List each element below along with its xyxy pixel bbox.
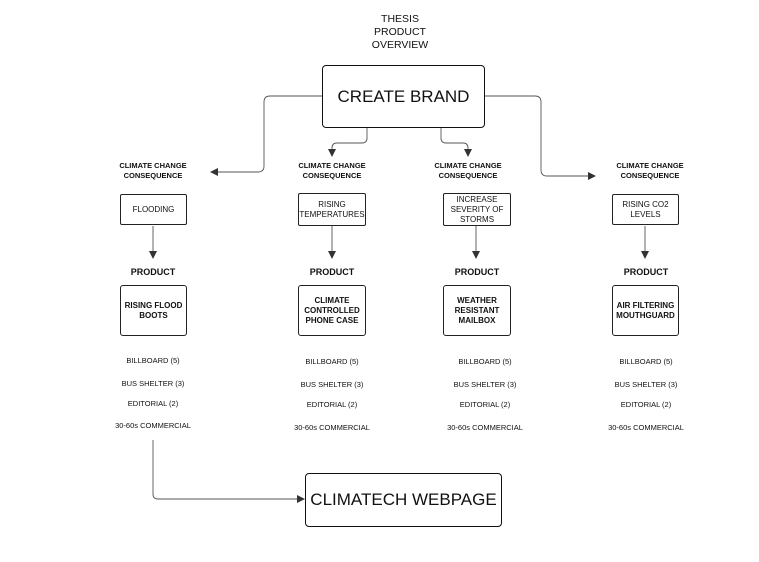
- media-item: 30-60s COMMERCIAL: [115, 421, 191, 430]
- product-rising-flood-boots-node: RISING FLOOD BOOTS: [120, 285, 187, 336]
- consequence-rising-co2-node: RISING CO2 LEVELS: [612, 194, 679, 225]
- media-item: BILLBOARD (5): [619, 357, 673, 366]
- media-item: EDITORIAL (2): [306, 400, 358, 409]
- consequence-storms-node: INCREASE SEVERITY OF STORMS: [443, 193, 511, 226]
- connector-brand-to-col2: [328, 128, 368, 157]
- consequence-rising-temperatures-node: RISING TEMPERATURES: [298, 193, 366, 226]
- product-header-1: PRODUCT: [130, 267, 176, 277]
- consequence-header-3: CLIMATE CHANGE CONSEQUENCE: [434, 161, 502, 180]
- media-item: BILLBOARD (5): [458, 357, 512, 366]
- climatech-webpage-node: CLIMATECH WEBPAGE: [305, 473, 502, 527]
- product-header-4: PRODUCT: [623, 267, 669, 277]
- consequence-flooding-node: FLOODING: [120, 194, 187, 225]
- media-item: BUS SHELTER (3): [614, 380, 678, 389]
- media-item: EDITORIAL (2): [459, 400, 511, 409]
- media-item: BILLBOARD (5): [305, 357, 359, 366]
- media-item: BUS SHELTER (3): [300, 380, 364, 389]
- consequence-header-2: CLIMATE CHANGE CONSEQUENCE: [298, 161, 366, 180]
- media-item: BUS SHELTER (3): [453, 380, 517, 389]
- media-item: 30-60s COMMERCIAL: [294, 423, 370, 432]
- product-header-2: PRODUCT: [309, 267, 355, 277]
- connector-brand-to-col4: [485, 95, 596, 180]
- media-item: BUS SHELTER (3): [121, 379, 185, 388]
- create-brand-node: CREATE BRAND: [322, 65, 485, 128]
- connector-brand-to-col3: [440, 128, 472, 157]
- media-item: EDITORIAL (2): [620, 400, 672, 409]
- product-weather-resistant-mailbox-node: WEATHER RESISTANT MAILBOX: [443, 285, 511, 336]
- product-climate-controlled-phone-case-node: CLIMATE CONTROLLED PHONE CASE: [298, 285, 366, 336]
- consequence-header-4: CLIMATE CHANGE CONSEQUENCE: [616, 161, 684, 180]
- media-item: BILLBOARD (5): [126, 356, 180, 365]
- media-item: EDITORIAL (2): [127, 399, 179, 408]
- media-item: 30-60s COMMERCIAL: [608, 423, 684, 432]
- media-item: 30-60s COMMERCIAL: [447, 423, 523, 432]
- product-air-filtering-mouthguard-node: AIR FILTERING MOUTHGUARD: [612, 285, 679, 336]
- connector-brand-to-col1: [210, 95, 322, 176]
- diagram-title: THESIS PRODUCT OVERVIEW: [371, 13, 429, 51]
- product-header-3: PRODUCT: [454, 267, 500, 277]
- connector-media-to-webpage: [152, 440, 305, 503]
- consequence-header-1: CLIMATE CHANGE CONSEQUENCE: [119, 161, 187, 180]
